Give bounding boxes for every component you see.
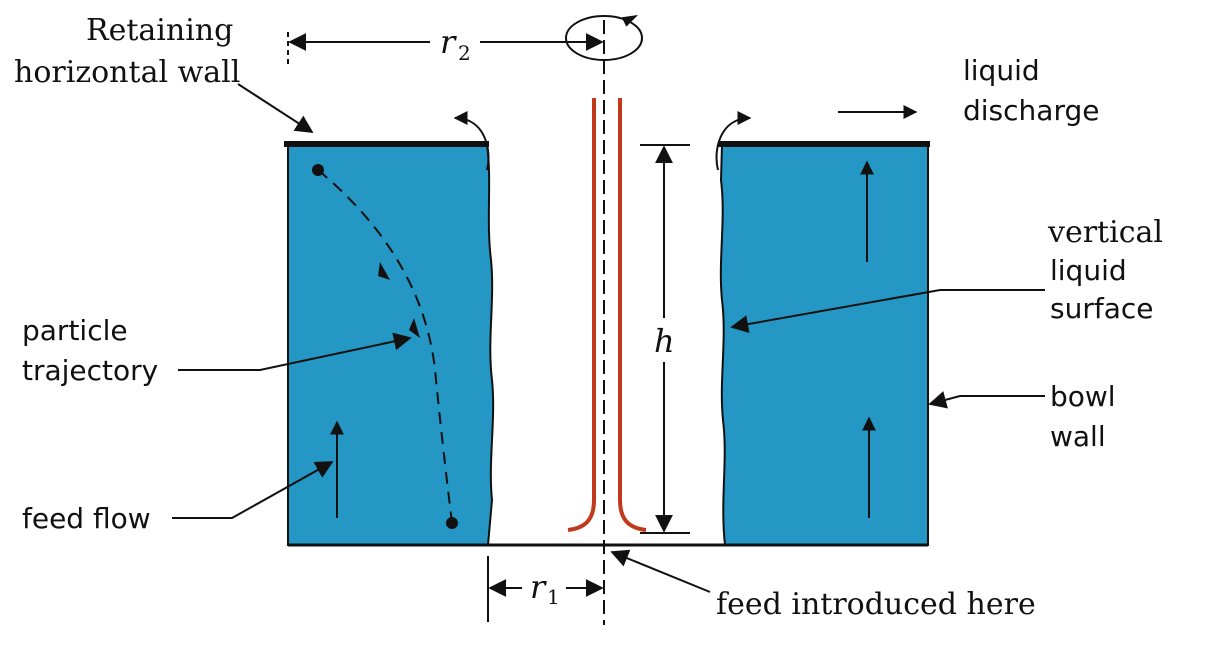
feed-flow-label: feed flow — [22, 502, 151, 535]
bowl-wall-label: bowl wall — [1050, 380, 1125, 453]
rotation-icon — [565, 15, 643, 61]
r2-label: r — [440, 23, 457, 61]
liquid-discharge-label: liquid discharge — [963, 54, 1099, 127]
particle-trajectory-leader — [178, 332, 412, 371]
right-liquid-region — [719, 144, 929, 546]
left-liquid-region — [287, 144, 495, 546]
r1-subscript: 1 — [547, 585, 560, 609]
overflow-arrow-right — [715, 111, 752, 171]
feed-flow-leader — [172, 461, 334, 519]
vertical-surface-leader — [730, 289, 1045, 334]
bowl-wall-leader — [928, 391, 1045, 409]
feed-introduced-label: feed introduced here — [716, 587, 1036, 622]
feed-pipe-left — [567, 98, 596, 532]
vertical-liquid-surface-label: vertical liquid surface — [1047, 215, 1167, 325]
particle-trajectory-label: particle trajectory — [22, 314, 158, 387]
h-label: h — [654, 322, 675, 360]
r1-label: r — [530, 568, 547, 606]
retaining-wall-label: Retaining horizontal wall — [14, 13, 243, 90]
overflow-arrow-left — [453, 111, 490, 171]
retaining-wall-leader — [237, 83, 314, 133]
particle-trajectory-path — [317, 169, 453, 524]
feed-introduced-leader — [610, 549, 711, 593]
feed-pipe-right — [618, 98, 647, 532]
r2-subscript: 2 — [458, 41, 471, 65]
